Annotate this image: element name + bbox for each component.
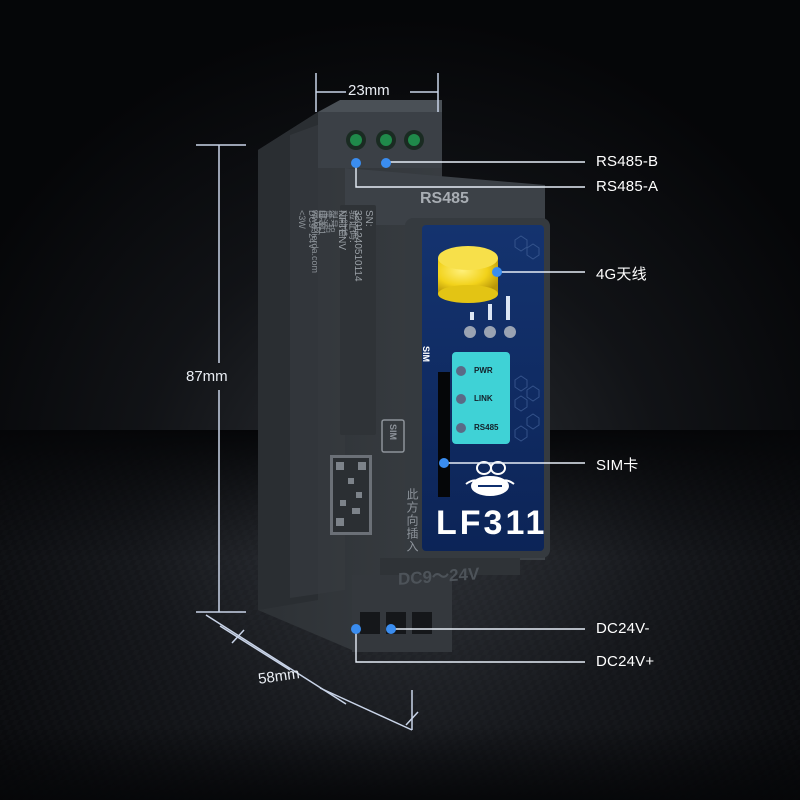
callout-rs485-b: RS485-B [596,153,659,170]
model-label: LF311 [436,504,548,542]
dimension-lines [196,73,439,731]
sim-slot-label: SIM [421,346,431,363]
antenna-connector [438,246,498,303]
width-dimension-label: 23mm [348,82,390,99]
bee-logo-icon [465,461,515,496]
callout-dc-plus: DC24V+ [596,653,655,670]
sim-side-icon [381,419,405,453]
led-label-link: LINK [474,394,493,403]
status-dots [464,326,516,338]
led-label-pwr: PWR [474,366,493,375]
bottom-terminals [360,612,432,634]
sim-side-label: SIM [388,424,398,441]
callout-dots [351,158,502,634]
signal-bars-icon [470,296,510,320]
qr-code [330,455,372,535]
callout-antenna: 4G天线 [596,266,647,283]
led-label-rs485: RS485 [474,423,499,432]
led-panel [452,352,510,444]
side-spec-text: SN: 3301240510114 验证码: NFTENV 功能特征: 铝壳 6… [297,210,380,440]
led-lights [456,366,466,433]
side-line-6: www.lierda.com [310,210,320,274]
sim-slot [438,372,450,497]
height-dimension-label: 87mm [186,368,228,385]
top-screws [346,130,424,150]
rs485-port-label: RS485 [420,190,469,207]
callout-sim: SIM卡 [596,457,639,474]
callout-dc-minus: DC24V- [596,620,650,637]
insert-hint-label: 此方向插入 [405,488,419,553]
callout-rs485-a: RS485-A [596,178,659,195]
